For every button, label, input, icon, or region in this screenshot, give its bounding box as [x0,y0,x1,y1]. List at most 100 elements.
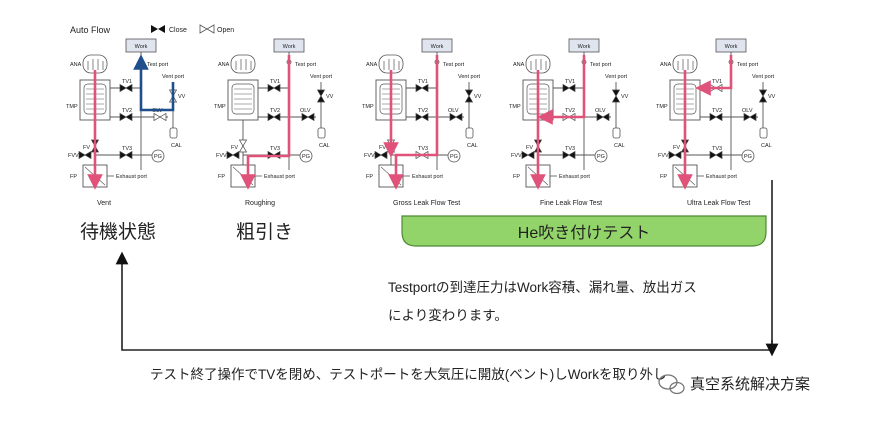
vv-label: VV [474,94,482,100]
tmp-unit [227,79,259,121]
fv-label: FV [526,145,533,151]
fvv-valve [521,150,535,160]
tv2-label: TV2 [712,108,722,114]
fv-valve [238,139,248,153]
tmp-label: TMP [656,104,668,110]
work-label: Work [431,44,444,50]
fp-label: FP [366,174,373,180]
return-flow-arrow [115,180,779,357]
panel-caption: Roughing [245,200,275,207]
olv-label: OLV [300,108,311,114]
pg-label: PG [154,154,162,160]
gross-leak-flow-arrow [388,55,439,190]
tv1-valve [562,83,576,93]
fine-leak-flow-arrow [537,55,586,125]
fv-label: FV [83,145,90,151]
cal-label: CAL [761,143,772,149]
wechat-icon [658,374,685,395]
pg-label: PG [597,154,605,160]
test-port-label: Test port [147,62,169,68]
tv2-label: TV2 [270,108,280,114]
roughing-flow-arrow [240,55,291,190]
fvv-label: FVV [511,153,522,159]
tv1-label: TV1 [565,79,575,85]
work-label: Work [725,44,738,50]
vent-port-label: Vent port [752,74,774,80]
fvv-label: FVV [216,153,227,159]
panel-caption: Fine Leak Flow Test [540,200,602,207]
olv-valve [301,112,315,122]
fv-label: FV [673,145,680,151]
fvv-valve [78,150,92,160]
ana-icon [87,59,104,70]
tv2-valve [119,112,133,122]
tv1-valve [267,83,281,93]
fv-label: FV [379,145,386,151]
exhaust-port-label: Exhaust port [412,174,443,180]
vv-label: VV [178,94,186,100]
tmp-label: TMP [509,104,521,110]
work-label: Work [135,44,148,50]
work-label: Work [578,44,591,50]
tv3-label: TV3 [418,146,428,152]
ana-label: ANA [660,62,672,68]
panel-caption: Ultra Leak Flow Test [687,200,750,207]
note-line-1: Testportの到達圧力はWork容積、漏れ量、放出ガス [388,279,697,295]
test-port-label: Test port [737,62,759,68]
pg-label: PG [302,154,310,160]
ana-unit [230,54,256,74]
pg-gauge-icon [151,149,165,163]
fvv-label: FVV [68,153,79,159]
vent-flow-arrow [133,54,175,112]
tv2-label: TV2 [122,108,132,114]
vv-valve [316,89,326,103]
vv-valve [758,89,768,103]
ana-icon [383,59,400,70]
ana-icon [677,59,694,70]
panel-caption: Vent [97,200,111,207]
tv1-label: TV1 [418,79,428,85]
tv2-valve [709,112,723,122]
fvv-valve [374,150,388,160]
test-port-label: Test port [295,62,317,68]
vent-port-label: Vent port [310,74,332,80]
panel-caption: Gross Leak Flow Test [393,200,460,207]
pg-gauge-icon [594,149,608,163]
tv3-valve [709,150,723,160]
test-port-label: Test port [443,62,465,68]
tmp-rotor-icon [231,83,255,115]
tv2-valve [415,112,429,122]
exhaust-port-label: Exhaust port [116,174,147,180]
vv-label: VV [326,94,334,100]
cal-unit [169,127,178,139]
fvv-valve [668,150,682,160]
tv1-valve [119,83,133,93]
olv-valve [596,112,610,122]
pg-gauge-icon [447,149,461,163]
note-line-2: により変わります。 [388,307,508,323]
cal-unit [759,127,768,139]
roughing-label: 粗引き [236,221,293,243]
cal-label: CAL [171,143,182,149]
ana-label: ANA [366,62,378,68]
cal-label: CAL [614,143,625,149]
vent-port-label: Vent port [162,74,184,80]
fp-label: FP [70,174,77,180]
fv-label: FV [231,145,238,151]
tmp-label: TMP [362,104,374,110]
tv2-label: TV2 [418,108,428,114]
tv3-label: TV3 [270,146,280,152]
open-valve-legend-icon [199,24,215,34]
watermark-text: 真空系统解决方案 [690,375,810,393]
diagram-title: Auto Flow [70,25,111,35]
exhaust-port-label: Exhaust port [706,174,737,180]
pg-label: PG [744,154,752,160]
tv2-valve [267,112,281,122]
tmp-label: TMP [66,104,78,110]
tv3-valve [562,150,576,160]
